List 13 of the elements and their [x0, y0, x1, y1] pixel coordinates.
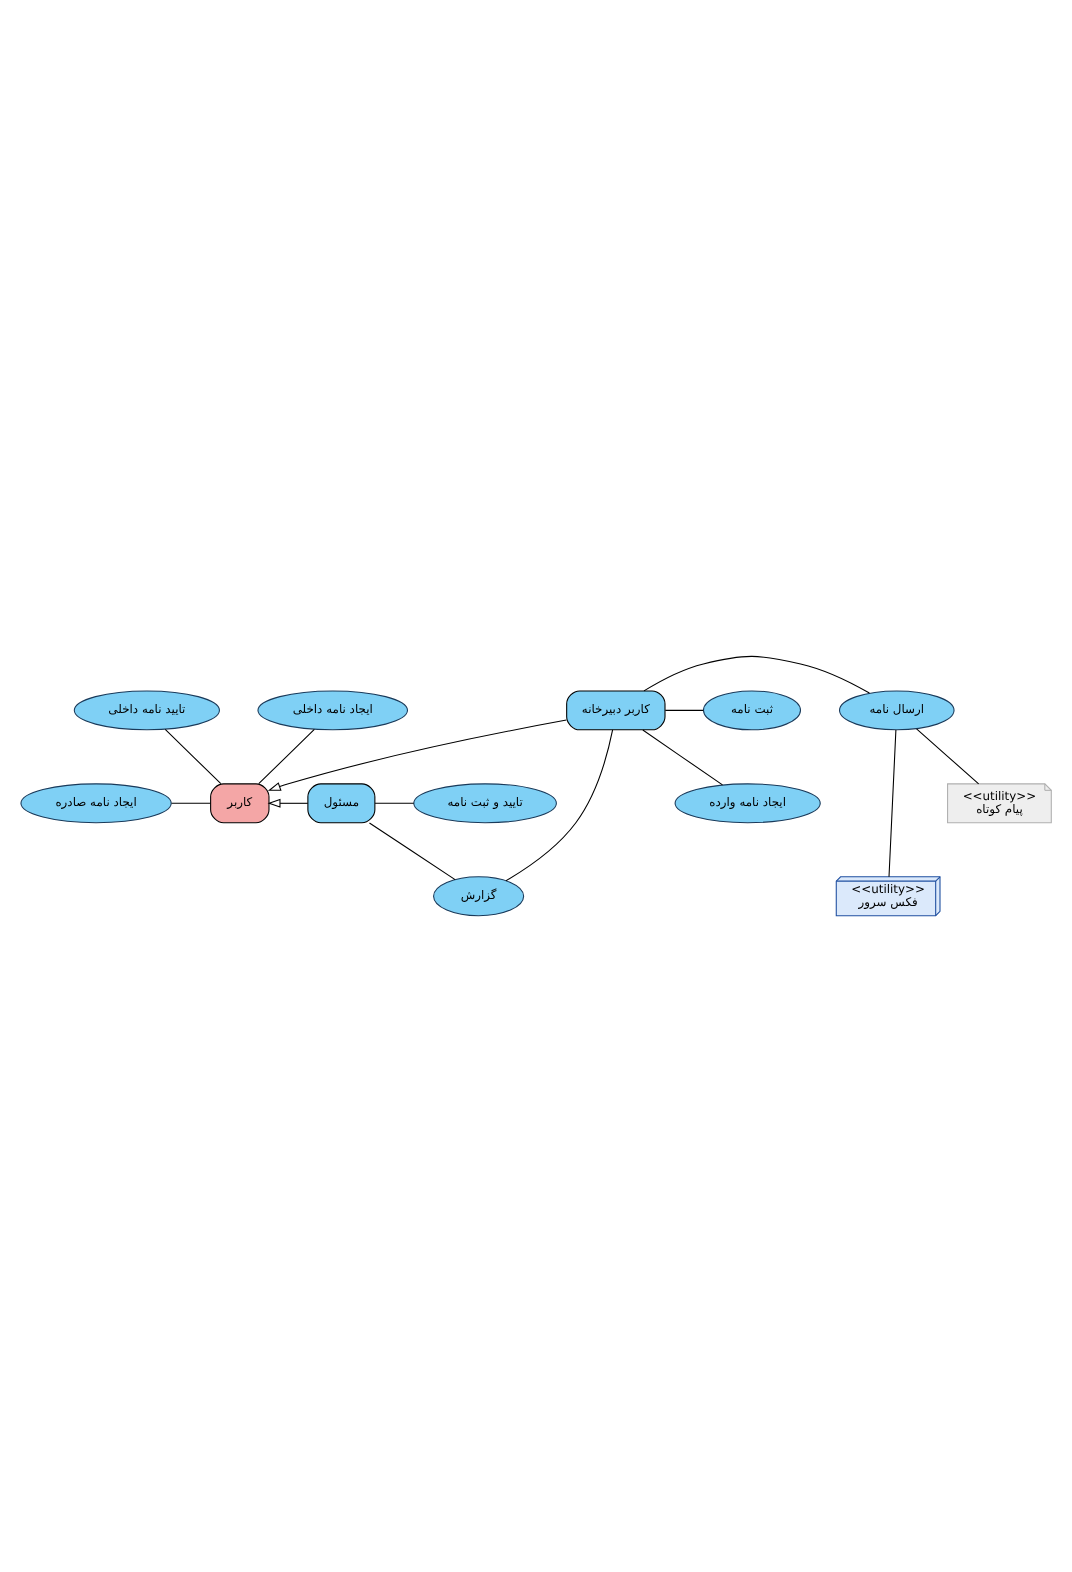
arrow	[267, 719, 567, 791]
connector	[664, 709, 704, 711]
arrow	[267, 798, 309, 808]
connector	[374, 802, 415, 804]
connector	[888, 729, 897, 878]
connector	[164, 728, 222, 785]
connector	[171, 802, 212, 804]
connector	[916, 728, 980, 785]
connector	[368, 822, 456, 881]
connector	[643, 655, 870, 694]
connector	[642, 729, 724, 786]
connector	[505, 729, 614, 882]
connector	[258, 728, 315, 785]
